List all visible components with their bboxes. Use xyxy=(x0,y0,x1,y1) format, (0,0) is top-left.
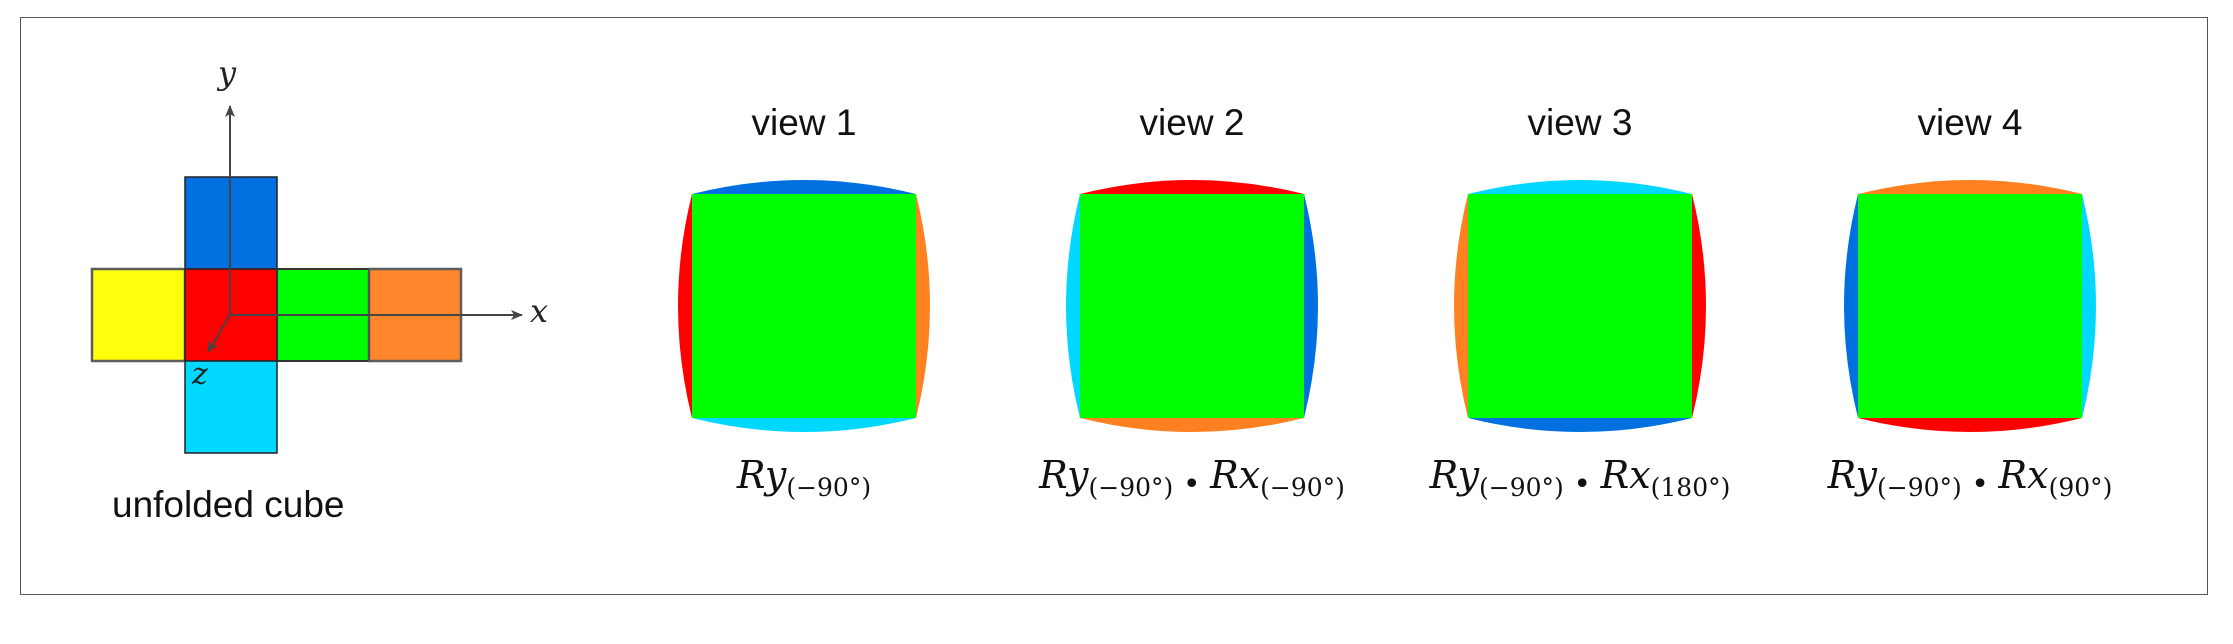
view-edge-right xyxy=(1304,194,1318,418)
view-edge-left xyxy=(1066,194,1080,418)
z-axis-arrow xyxy=(207,314,231,353)
view-edge-top xyxy=(1080,180,1304,194)
view-edge-right xyxy=(2082,194,2096,418)
view-edge-top xyxy=(692,180,916,194)
view-edge-bottom xyxy=(1858,418,2082,432)
view-3: view 3 Ry(−90°) • Rx(180°) xyxy=(1429,102,1731,502)
view-title: view 1 xyxy=(752,102,857,143)
net-face-left xyxy=(90,267,187,363)
view-2: view 2 Ry(−90°) • Rx(−90°) xyxy=(1038,102,1345,502)
view-edge-left xyxy=(678,194,692,418)
unfolded-cube: y x z unfolded cube xyxy=(90,54,548,525)
view-edge-left xyxy=(1844,194,1858,418)
y-axis-label: y xyxy=(216,54,237,92)
views-group: view 1Ry(−90°)view 2Ry(−90°) • Rx(−90°)v… xyxy=(678,102,2112,502)
view-formula: Ry(−90°) • Rx(90°) xyxy=(1827,453,2113,502)
view-edge-right xyxy=(1692,194,1706,418)
view-title: view 4 xyxy=(1918,102,2023,143)
view-edge-top xyxy=(1468,180,1692,194)
view-edge-bottom xyxy=(1468,418,1692,432)
view-edge-top xyxy=(1858,180,2082,194)
unfolded-cube-caption: unfolded cube xyxy=(112,484,344,525)
view-edge-left xyxy=(1454,194,1468,418)
view-front-face xyxy=(1468,194,1692,418)
view-1: view 1 Ry(−90°) xyxy=(678,102,930,502)
net-face-bottom xyxy=(184,360,278,454)
view-4: view 4 Ry(−90°) • Rx(90°) xyxy=(1827,102,2113,502)
view-title: view 2 xyxy=(1140,102,1245,143)
view-front-face xyxy=(1858,194,2082,418)
view-formula: Ry(−90°) • Rx(−90°) xyxy=(1038,453,1345,502)
view-edge-bottom xyxy=(692,418,916,432)
x-axis-label: x xyxy=(530,292,548,330)
view-title: view 3 xyxy=(1528,102,1633,143)
view-formula: Ry(−90°) • Rx(180°) xyxy=(1429,453,1731,502)
view-front-face xyxy=(692,194,916,418)
view-formula: Ry(−90°) xyxy=(736,453,871,502)
view-edge-right xyxy=(916,194,930,418)
view-edge-bottom xyxy=(1080,418,1304,432)
view-front-face xyxy=(1080,194,1304,418)
z-axis-label: z xyxy=(191,357,208,392)
